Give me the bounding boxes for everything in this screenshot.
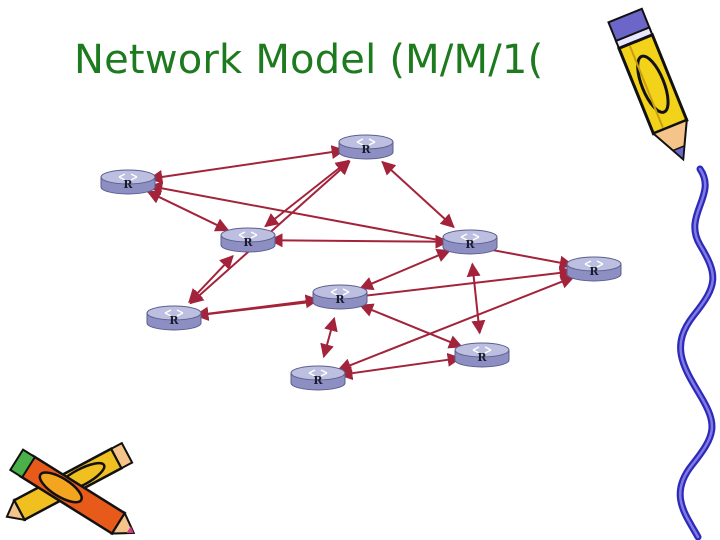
router-node: R	[100, 169, 156, 195]
router-node: R	[290, 365, 346, 391]
router-label: R	[123, 178, 133, 191]
network-link	[146, 190, 230, 232]
slide-title: Network Model (M/M/1(	[74, 37, 544, 83]
network-link	[338, 352, 462, 381]
router-node: R	[146, 305, 202, 331]
network-link	[320, 316, 338, 359]
router-label: R	[313, 374, 323, 387]
crossed-pencils-icon	[5, 441, 136, 536]
router-node: R	[220, 227, 276, 253]
routers-layer: R R R R R R R R R	[100, 134, 622, 391]
router-label: R	[335, 293, 345, 306]
router-label: R	[243, 236, 253, 249]
router-label: R	[589, 265, 599, 278]
router-label: R	[361, 143, 371, 156]
network-link	[337, 275, 575, 372]
router-label: R	[465, 238, 475, 251]
squiggle-line-icon	[676, 165, 717, 540]
router-label: R	[169, 314, 179, 327]
network-link	[148, 181, 574, 270]
network-link	[358, 249, 452, 290]
network-link	[188, 254, 234, 304]
network-link	[264, 159, 350, 228]
network-link	[148, 145, 346, 184]
router-node: R	[454, 342, 510, 368]
router-node: R	[566, 256, 622, 282]
router-node: R	[312, 284, 368, 310]
network-link	[268, 233, 450, 249]
network-link	[381, 160, 455, 229]
links-layer	[146, 145, 575, 381]
network-link	[466, 262, 486, 335]
router-node: R	[442, 229, 498, 255]
network-link	[194, 294, 320, 321]
router-node: R	[338, 134, 394, 160]
router-label: R	[477, 351, 487, 364]
pencil-icon	[607, 7, 689, 162]
